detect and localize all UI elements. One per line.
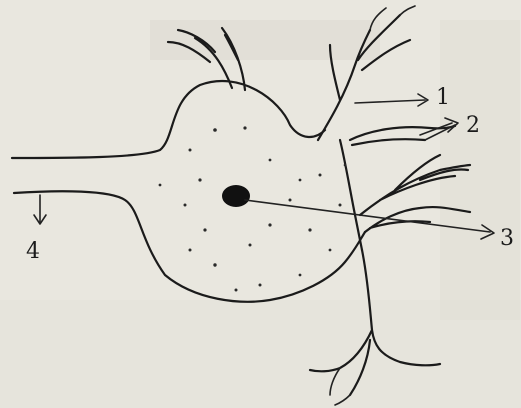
nucleus — [222, 185, 250, 207]
label-1: 1 — [436, 85, 450, 110]
label-4: 4 — [26, 239, 40, 264]
label-3: 3 — [500, 226, 514, 251]
label-2: 2 — [466, 113, 480, 138]
